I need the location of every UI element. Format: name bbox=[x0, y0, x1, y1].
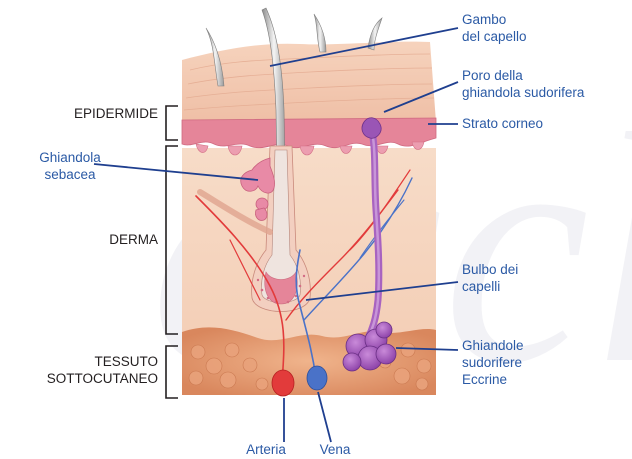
vein bbox=[307, 366, 327, 390]
label-sebaceous-line2: sebacea bbox=[20, 167, 120, 183]
label-sebaceous-line1: Ghiandola bbox=[20, 150, 120, 166]
label-eccrine-line2: sudorifere bbox=[462, 355, 522, 371]
stratum-corneum bbox=[182, 118, 436, 148]
label-poro-line1: Poro della bbox=[462, 68, 523, 84]
label-tessuto-line2: SOTTOCUTANEO bbox=[10, 371, 158, 387]
label-gambo-line2: del capello bbox=[462, 29, 527, 45]
artery bbox=[272, 370, 294, 396]
label-bulbo-line1: Bulbo dei bbox=[462, 262, 518, 278]
label-tessuto-line1: TESSUTO bbox=[10, 354, 158, 370]
label-gambo-line1: Gambo bbox=[462, 12, 506, 28]
label-eccrine-line1: Ghiandole bbox=[462, 338, 524, 354]
label-poro-line2: ghiandola sudorifera bbox=[462, 85, 584, 101]
label-eccrine-line3: Eccrine bbox=[462, 372, 507, 388]
label-vena: Vena bbox=[310, 442, 360, 458]
label-arteria: Arteria bbox=[234, 442, 298, 458]
label-derma: DERMA bbox=[24, 232, 158, 248]
label-epidermide: EPIDERMIDE bbox=[24, 106, 158, 122]
label-strato-corneo: Strato corneo bbox=[462, 116, 543, 132]
label-bulbo-line2: capelli bbox=[462, 279, 500, 295]
